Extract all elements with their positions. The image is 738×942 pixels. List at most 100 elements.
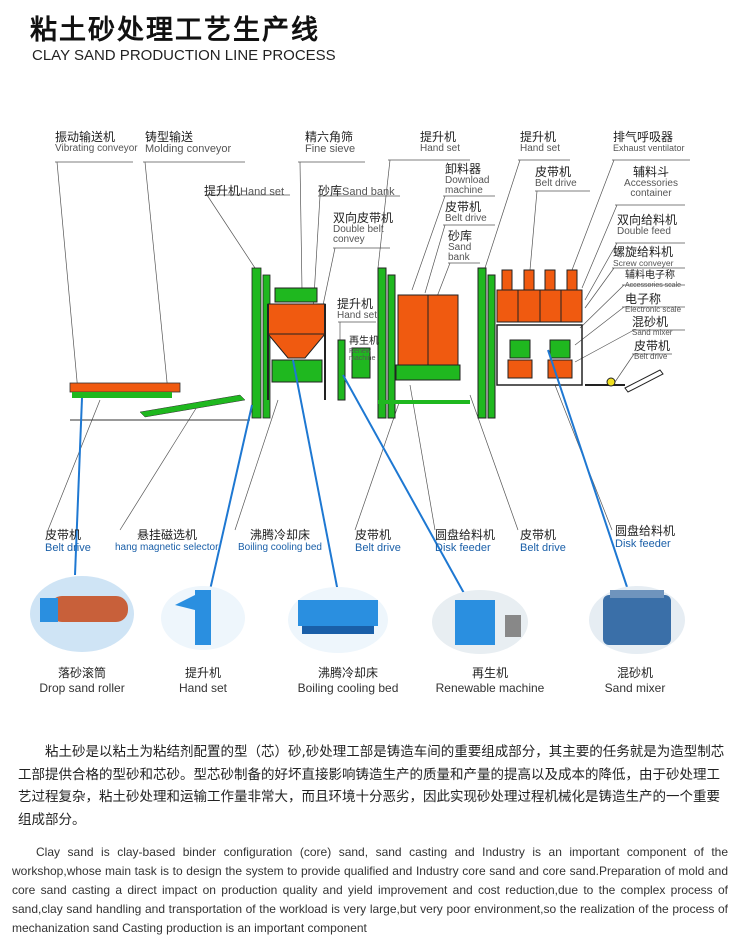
label-en: Hand set — [240, 186, 285, 198]
label-en: Vibrating conveyor — [55, 142, 138, 154]
label-hand-set-1: 提升机Hand set — [204, 182, 284, 199]
label-en: Disk feeder — [615, 538, 671, 551]
label-zh: 砂库 — [448, 229, 473, 243]
label-zh: 振动输送机 — [55, 130, 116, 144]
label-zh: 皮带机 — [355, 528, 392, 542]
label-zh: 电子称 — [625, 292, 662, 306]
label-en: Belt drive — [535, 177, 577, 189]
label-zh: 皮带机 — [520, 528, 557, 542]
label-zh: 卸料器 — [445, 162, 482, 176]
caption-zh: 沸腾冷却床 — [317, 666, 378, 680]
label-en: Screw conveyer — [613, 257, 674, 268]
label-zh: 排气呼吸器 — [613, 130, 674, 144]
photo-hand-set — [161, 586, 245, 650]
leader-lines — [47, 159, 690, 531]
description-english: Clay sand is clay-based binder configura… — [12, 845, 728, 935]
label-en: Electronic scale — [625, 304, 682, 314]
label-zh: 圆盘给料机 — [615, 524, 676, 538]
label-en: Belt drive — [45, 542, 91, 555]
page-subtitle: CLAY SAND PRODUCTION LINE PROCESS — [32, 47, 336, 64]
label-zh: 提升机 — [420, 130, 457, 144]
photo-sand-mixer — [589, 586, 685, 654]
label-en: Belt drive — [520, 542, 566, 555]
caption-en: Hand set — [178, 681, 228, 695]
label-en: Molding conveyor — [145, 142, 232, 155]
caption-en: Boiling cooling bed — [297, 681, 399, 695]
label-zh: 双向给料机 — [617, 213, 678, 227]
caption-en: Sand mixer — [604, 681, 666, 695]
label-en: Accessories container — [624, 177, 678, 200]
page-title: 粘土砂处理工艺生产线 — [30, 15, 320, 46]
label-en: Exhaust ventilator — [613, 142, 685, 153]
label-en: Fine sieve — [305, 142, 356, 155]
label-en: Double feed — [617, 225, 671, 237]
label-zh: 辅料斗 — [632, 165, 669, 179]
label-en: Renew machine — [349, 347, 376, 362]
label-zh: 砂库 — [318, 184, 343, 198]
caption-zh: 落砂滚筒 — [57, 666, 106, 680]
label-zh: 皮带机 — [45, 528, 82, 542]
label-en: Boiling cooling bed — [238, 542, 322, 554]
plant-structure — [69, 267, 664, 421]
label-zh: 圆盘给料机 — [435, 528, 496, 542]
caption-zh: 再生机 — [471, 666, 508, 680]
label-en: Hand set — [520, 142, 561, 154]
label-zh: 提升机 — [520, 130, 557, 144]
label-en: hang magnetic selector — [115, 542, 219, 554]
label-en: Sand bank — [342, 186, 395, 198]
label-zh: 皮带机 — [445, 200, 482, 214]
label-en: Double belt convey — [333, 223, 384, 246]
caption-en: Drop sand roller — [39, 681, 125, 695]
label-sand-bank-1: 砂库Sand bank — [318, 182, 395, 199]
label-en: Hand set — [420, 142, 461, 154]
caption-zh: 提升机 — [184, 666, 221, 680]
blue-connectors — [74, 349, 629, 596]
label-en: Sand bank — [448, 241, 472, 264]
label-en: Sand mixer — [632, 327, 673, 337]
label-zh: 皮带机 — [634, 339, 671, 353]
photo-renewable-machine — [432, 590, 528, 654]
label-zh: 精六角筛 — [305, 130, 354, 144]
caption-zh: 混砂机 — [616, 666, 653, 680]
label-zh: 辅料电子称 — [625, 270, 675, 281]
label-en: Belt drive — [355, 542, 401, 555]
label-en: Belt drive — [634, 351, 668, 361]
label-zh: 铸型输送 — [145, 130, 194, 144]
label-zh: 混砂机 — [632, 315, 669, 329]
label-zh: 双向皮带机 — [333, 211, 394, 225]
label-zh: 提升机 — [204, 184, 241, 198]
label-en: Belt drive — [445, 212, 487, 224]
description-chinese: 粘土砂是以粘土为粘结剂配置的型（芯）砂,砂处理工部是铸造车间的重要组成部分，其主… — [18, 744, 725, 828]
label-en: Disk feeder — [435, 542, 491, 555]
label-zh: 再生机 — [349, 336, 379, 347]
process-diagram — [30, 159, 690, 654]
